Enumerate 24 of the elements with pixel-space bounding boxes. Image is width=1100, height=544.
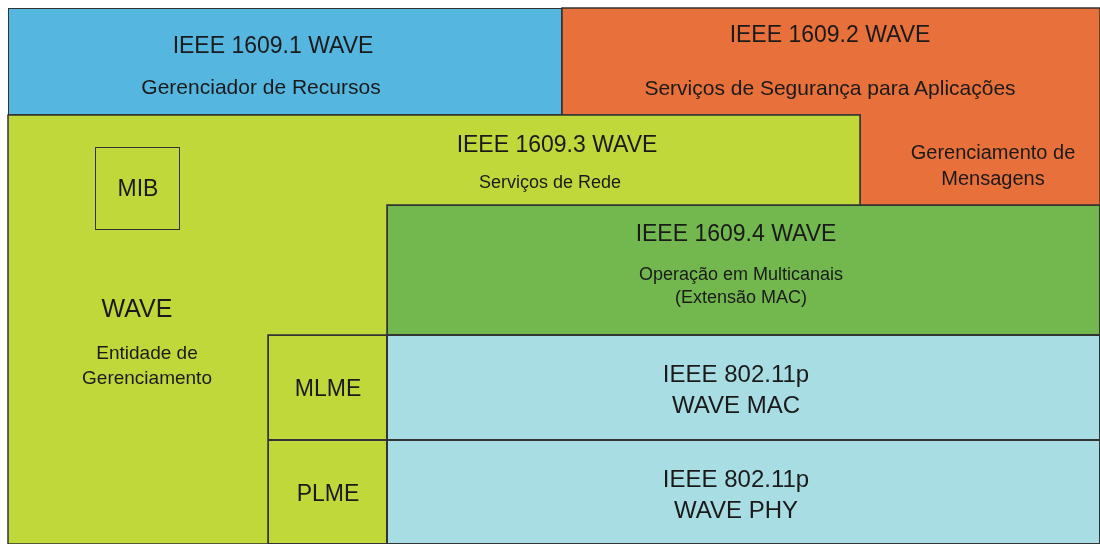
layer-title: IEEE 802.11p WAVE MAC (661, 358, 811, 420)
layer-title: MLME (294, 374, 362, 404)
layer-title: MIB (117, 174, 159, 204)
layer-description: Entidade de Gerenciamento (81, 341, 213, 390)
layer-title: IEEE 802.11p WAVE PHY (661, 463, 811, 525)
module-box (268, 335, 387, 440)
module-box (268, 440, 387, 544)
layer-description: Serviços de Segurança para Aplicações (644, 75, 1016, 102)
layer-title: IEEE 1609.3 WAVE (456, 130, 658, 160)
layer-block (387, 440, 1100, 544)
layer-title: IEEE 1609.1 WAVE (172, 31, 374, 61)
layer-block (8, 8, 562, 115)
layer-description: Gerenciador de Recursos (141, 74, 381, 101)
layer-block (387, 205, 1100, 335)
layer-block (387, 335, 1100, 440)
layer-title: IEEE 1609.4 WAVE (635, 219, 837, 249)
layer-description: Operação em Multicanais (Extensão MAC) (637, 262, 845, 309)
layer-description: Serviços de Rede (478, 171, 622, 195)
layer-block (8, 115, 860, 544)
layer-description: Gerenciamento de Mensagens (909, 140, 1077, 191)
module-box (95, 147, 180, 230)
layer-title: PLME (296, 479, 360, 509)
layer-title: IEEE 1609.2 WAVE (729, 20, 931, 50)
layer-description: WAVE (101, 292, 173, 324)
